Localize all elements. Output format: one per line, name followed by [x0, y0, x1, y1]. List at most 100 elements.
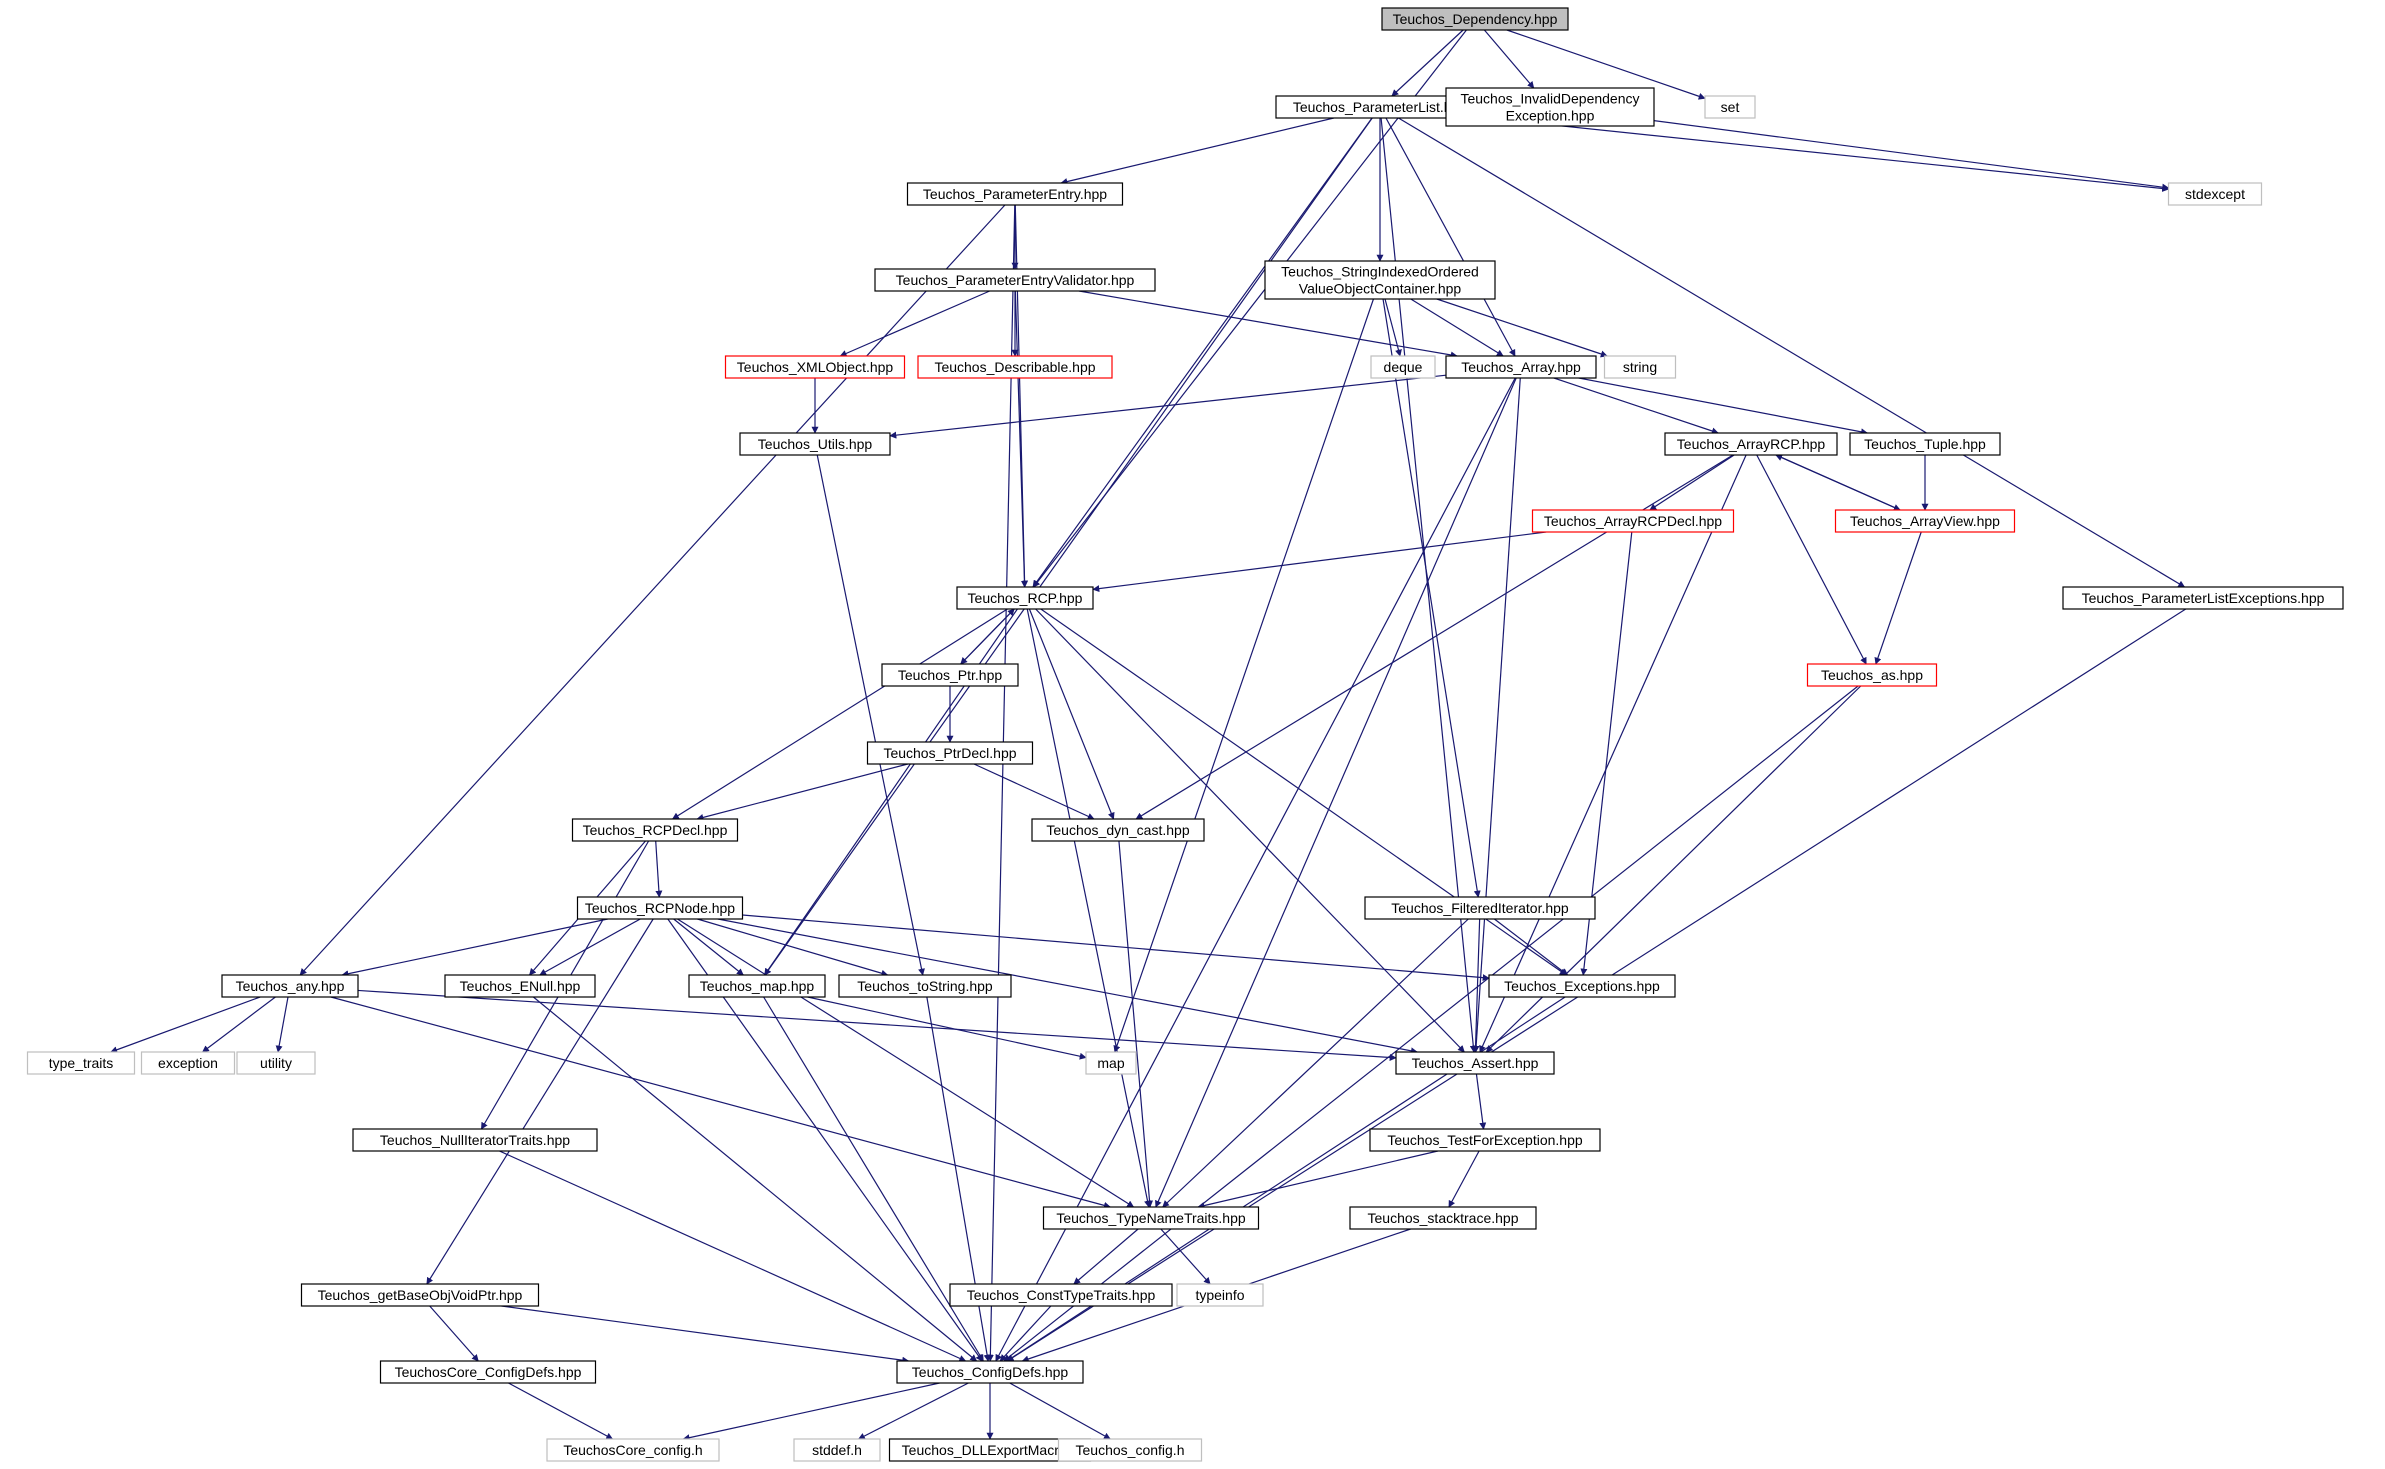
node-rcp[interactable]: Teuchos_RCP.hpp: [956, 586, 1094, 610]
node-arrayrcp[interactable]: Teuchos_ArrayRCP.hpp: [1664, 432, 1838, 456]
node-box-normal: [221, 974, 359, 998]
node-box-normal: [838, 974, 1012, 998]
node-set[interactable]: set: [1704, 95, 1756, 119]
node-stringindexed[interactable]: Teuchos_StringIndexedOrderedValueObjectC…: [1264, 260, 1496, 300]
node-box-normal: [1445, 355, 1597, 379]
node-label: Exception.hpp: [1506, 108, 1595, 124]
node-nulliteratortraits[interactable]: Teuchos_NullIteratorTraits.hpp: [352, 1128, 598, 1152]
node-label: Teuchos_ParameterListExceptions.hpp: [2082, 590, 2325, 606]
node-label: Teuchos_TypeNameTraits.hpp: [1056, 1210, 1246, 1226]
edge-arrayview-to-as: [1874, 531, 1922, 665]
node-box-truncated: [1531, 509, 1735, 533]
edge-enull-to-configdefs: [533, 996, 978, 1362]
node-box-external: [1704, 95, 1756, 119]
node-rcpdecl[interactable]: Teuchos_RCPDecl.hpp: [571, 818, 739, 842]
node-map[interactable]: map: [1085, 1051, 1137, 1075]
node-label: Teuchos_as.hpp: [1821, 667, 1923, 683]
edge-parameterentryvalidator-to-rcp: [1014, 290, 1028, 588]
node-parameterlistexceptions[interactable]: Teuchos_ParameterListExceptions.hpp: [2062, 586, 2344, 610]
edge-ptrdecl-to-dyncast: [973, 763, 1095, 820]
node-as[interactable]: Teuchos_as.hpp: [1806, 663, 1938, 687]
node-label: Teuchos_Tuple.hpp: [1864, 436, 1986, 452]
edge-array-to-arrayrcp: [1553, 377, 1719, 435]
node-describable[interactable]: Teuchos_Describable.hpp: [917, 355, 1113, 379]
node-parameterentryvalidator[interactable]: Teuchos_ParameterEntryValidator.hpp: [874, 268, 1156, 292]
node-label: Teuchos_Ptr.hpp: [898, 667, 1003, 683]
node-deque[interactable]: deque: [1370, 355, 1436, 379]
node-parameterentry[interactable]: Teuchos_ParameterEntry.hpp: [906, 182, 1124, 206]
node-box-normal: [956, 586, 1094, 610]
node-label: Teuchos_ENull.hpp: [460, 978, 581, 994]
node-label: set: [1721, 99, 1740, 115]
node-label: Teuchos_Utils.hpp: [758, 436, 873, 452]
node-tostring[interactable]: Teuchos_toString.hpp: [838, 974, 1012, 998]
node-coreconfig[interactable]: TeuchosCore_config.h: [546, 1438, 720, 1462]
node-assert[interactable]: Teuchos_Assert.hpp: [1395, 1051, 1555, 1075]
node-enull[interactable]: Teuchos_ENull.hpp: [444, 974, 596, 998]
node-label: Teuchos_Exceptions.hpp: [1504, 978, 1660, 994]
node-xmlobject[interactable]: Teuchos_XMLObject.hpp: [724, 355, 906, 379]
node-dllexport[interactable]: Teuchos_DLLExportMacro.h: [888, 1438, 1092, 1462]
node-box-external: [2167, 182, 2263, 206]
node-stddef[interactable]: stddef.h: [793, 1438, 881, 1462]
node-dyncast[interactable]: Teuchos_dyn_cast.hpp: [1031, 818, 1205, 842]
node-consttypetraits[interactable]: Teuchos_ConstTypeTraits.hpp: [949, 1283, 1173, 1307]
node-stdexcept[interactable]: stdexcept: [2167, 182, 2263, 206]
node-box-external: [1085, 1051, 1137, 1075]
edge-typenametraits-to-consttypetraits: [1073, 1228, 1139, 1285]
node-label: Teuchos_any.hpp: [236, 978, 345, 994]
node-exception[interactable]: exception: [140, 1051, 236, 1075]
edge-stringindexed-to-deque: [1384, 298, 1402, 357]
node-rcpnode[interactable]: Teuchos_RCPNode.hpp: [576, 896, 744, 920]
edge-any-to-assert: [357, 989, 1397, 1061]
node-filterediterator[interactable]: Teuchos_FilteredIterator.hpp: [1364, 896, 1596, 920]
node-box-truncated: [724, 355, 906, 379]
node-label: Teuchos_map.hpp: [700, 978, 815, 994]
edge-testforexception-to-stacktrace: [1448, 1150, 1480, 1208]
node-label: stdexcept: [2185, 186, 2245, 202]
node-dependency[interactable]: Teuchos_Dependency.hpp: [1381, 7, 1569, 31]
node-parameterlist[interactable]: Teuchos_ParameterList.hpp: [1275, 95, 1485, 119]
node-label: ValueObjectContainer.hpp: [1299, 281, 1462, 297]
node-ptrdecl[interactable]: Teuchos_PtrDecl.hpp: [866, 741, 1034, 765]
node-ptr[interactable]: Teuchos_Ptr.hpp: [881, 663, 1019, 687]
node-box-normal: [688, 974, 826, 998]
node-typeinfo[interactable]: typeinfo: [1176, 1283, 1264, 1307]
node-box-external: [236, 1051, 316, 1075]
edge-arrayview-to-arrayrcp: [1775, 454, 1901, 511]
node-string[interactable]: string: [1603, 355, 1677, 379]
node-typenametraits[interactable]: Teuchos_TypeNameTraits.hpp: [1042, 1206, 1260, 1230]
node-type_traits[interactable]: type_traits: [26, 1051, 136, 1075]
node-arrayview[interactable]: Teuchos_ArrayView.hpp: [1834, 509, 2016, 533]
node-label: Teuchos_RCPNode.hpp: [585, 900, 735, 916]
node-utility[interactable]: utility: [236, 1051, 316, 1075]
node-testforexception[interactable]: Teuchos_TestForException.hpp: [1369, 1128, 1601, 1152]
node-label: Teuchos_ConfigDefs.hpp: [912, 1364, 1069, 1380]
node-coreconfigdefs[interactable]: TeuchosCore_ConfigDefs.hpp: [379, 1360, 597, 1384]
edge-parameterlist-to-parameterentry: [1060, 117, 1334, 185]
edge-rcpnode-to-getbaseobjvoidptr: [426, 918, 654, 1285]
node-box-external: [1057, 1438, 1203, 1462]
node-any[interactable]: Teuchos_any.hpp: [221, 974, 359, 998]
node-tuple[interactable]: Teuchos_Tuple.hpp: [1849, 432, 2001, 456]
node-getbaseobjvoidptr[interactable]: Teuchos_getBaseObjVoidPtr.hpp: [300, 1283, 540, 1307]
node-config[interactable]: Teuchos_config.h: [1057, 1438, 1203, 1462]
node-label: deque: [1384, 359, 1423, 375]
node-box-normal: [949, 1283, 1173, 1307]
node-array[interactable]: Teuchos_Array.hpp: [1445, 355, 1597, 379]
edge-stringindexed-to-array: [1410, 298, 1504, 357]
node-exceptions[interactable]: Teuchos_Exceptions.hpp: [1488, 974, 1676, 998]
node-box-external: [546, 1438, 720, 1462]
edge-consttypetraits-to-configdefs: [999, 1305, 1052, 1362]
node-configdefs[interactable]: Teuchos_ConfigDefs.hpp: [896, 1360, 1084, 1384]
node-arrayrcpdecl[interactable]: Teuchos_ArrayRCPDecl.hpp: [1531, 509, 1735, 533]
node-map_hpp[interactable]: Teuchos_map.hpp: [688, 974, 826, 998]
edge-invaliddependency-to-stdexcept: [1653, 120, 2170, 191]
node-utils[interactable]: Teuchos_Utils.hpp: [739, 432, 891, 456]
node-label: Teuchos_TestForException.hpp: [1387, 1132, 1583, 1148]
node-stacktrace[interactable]: Teuchos_stacktrace.hpp: [1349, 1206, 1537, 1230]
edge-dependency-to-parameterlist: [1391, 29, 1464, 97]
node-box-external: [1370, 355, 1436, 379]
edge-rcpnode-to-enull: [539, 918, 641, 976]
